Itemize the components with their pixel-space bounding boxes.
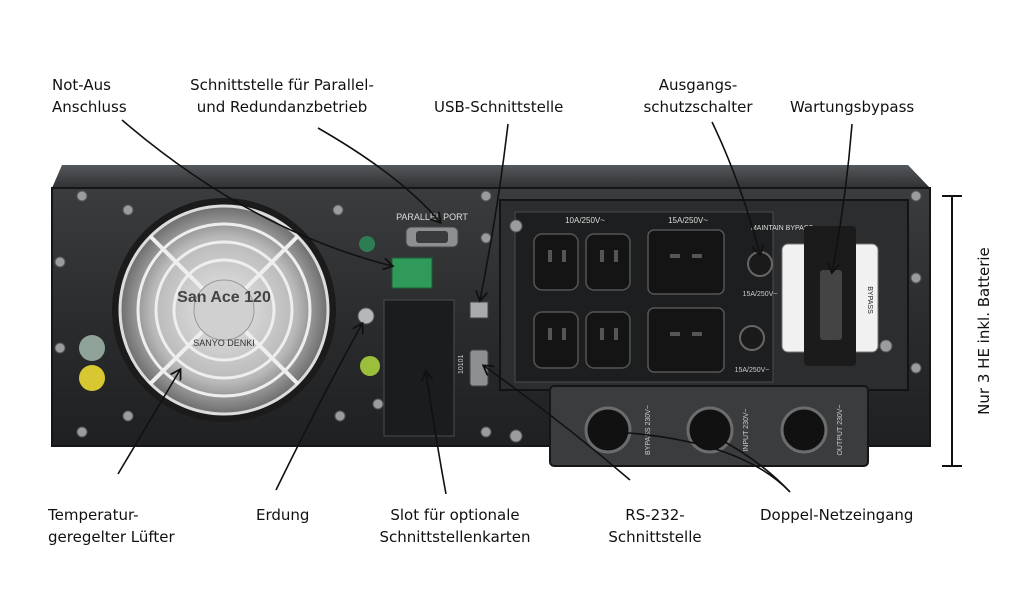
breaker-bottom [739,325,765,351]
label-netzeingang-text: Doppel-Netzeingang [760,506,914,524]
label-not-aus-line1: Not-Aus [52,76,111,94]
case-top [52,165,930,188]
rating-10a: 10A/250V~ [565,216,605,225]
label-ausgangsschutz: Ausgangs- schutzschalter [628,74,768,118]
rs232-tag: 10101 [458,354,465,374]
main-input-socket [686,406,734,454]
label-parallel-line2: und Redundanzbetrieb [196,98,368,116]
label-not-aus: Not-Aus Anschluss [52,74,127,118]
maintain-bypass-label: MAINTAIN BYPASS [751,225,814,232]
label-parallel: Schnittstelle für Parallel- und Redundan… [172,74,392,118]
label-erdung: Erdung [256,504,309,526]
label-batterie-text: Nur 3 HE inkl. Batterie [975,247,993,415]
label-rs232-line1: RS-232- [625,506,685,524]
label-slot-line2: Schnittstellenkarten [379,528,531,546]
output-socket [780,406,828,454]
fan [112,198,336,422]
fan-brand: San Ace 120 [177,289,271,306]
fan-maker: SANYO DENKI [193,338,255,348]
usb-port [469,301,489,319]
label-rs232-line2: Schnittstelle [608,528,702,546]
label-netzeingang: Doppel-Netzeingang [760,504,913,526]
emergency-off-connector [391,257,433,289]
label-parallel-line1: Schnittstelle für Parallel- [190,76,374,94]
breaker-top [747,251,773,277]
rs232-port [469,349,489,387]
bypass-input-socket [584,406,632,454]
label-usb: USB-Schnittstelle [434,96,563,118]
label-not-aus-line2: Anschluss [52,98,127,116]
label-rs232: RS-232- Schnittstelle [590,504,720,548]
label-luefter: Temperatur- geregelter Lüfter [48,504,175,548]
label-usb-text: USB-Schnittstelle [434,98,564,116]
label-ausgangsschutz-line2: schutzschalter [643,98,753,116]
rating-15a-bypass: 15A/250V~ [743,291,778,298]
indicator-yellow [79,365,105,391]
ground-screw [357,307,375,325]
rating-15a-top: 15A/250V~ [668,216,708,225]
indicator-green [79,335,105,361]
outlets [533,229,725,373]
label-batterie: Nur 3 HE inkl. Batterie [973,231,995,431]
rating-15a-lower: 15A/250V~ [735,367,770,374]
label-slot: Slot für optionale Schnittstellenkarten [360,504,550,548]
label-erdung-text: Erdung [256,506,310,524]
label-luefter-line2: geregelter Lüfter [48,528,175,546]
input-text: INPUT 230V~ [743,408,750,451]
option-slot [383,299,455,437]
callout-arrows [117,119,853,495]
label-luefter-line1: Temperatur- [48,506,139,524]
label-wartungsbypass: Wartungsbypass [790,96,914,118]
screws [54,190,922,443]
label-ausgangsschutz-line1: Ausgangs- [658,76,738,94]
label-slot-line1: Slot für optionale [390,506,520,524]
bypass-switch-label: BYPASS [866,286,873,314]
output-text: OUTPUT 230V~ [837,404,844,455]
label-wartungsbypass-text: Wartungsbypass [790,98,915,116]
bypass-input-text: BYPASS 230V~ [645,405,652,455]
